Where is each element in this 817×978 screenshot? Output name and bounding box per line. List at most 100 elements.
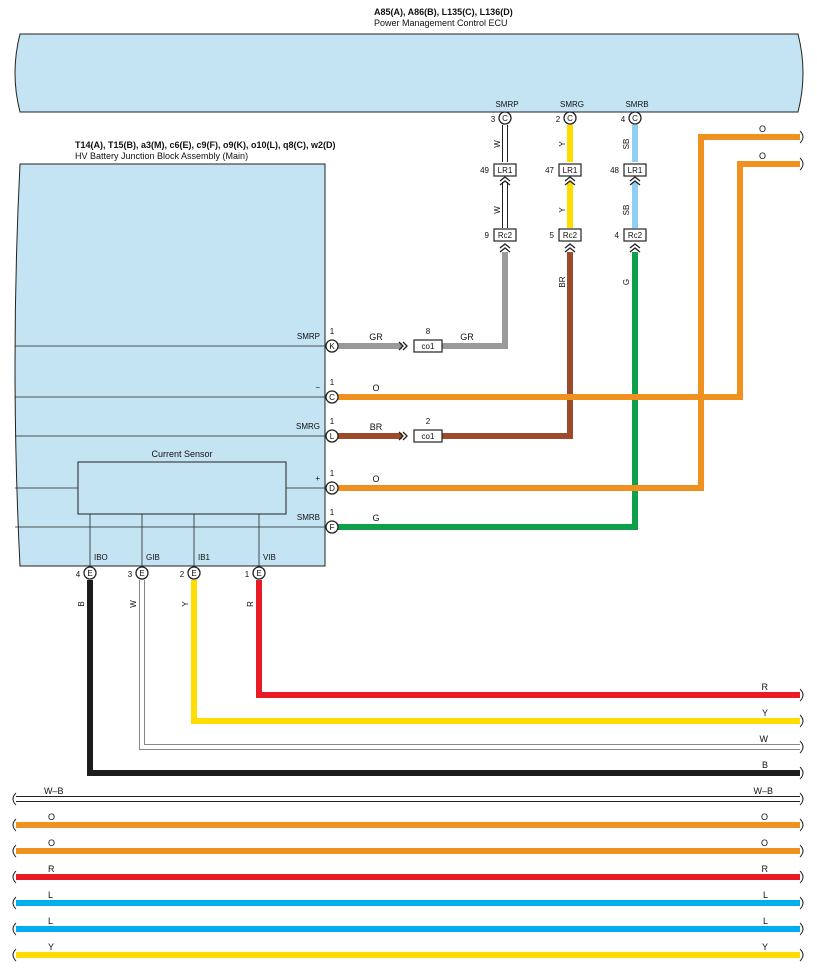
svg-text:Y: Y <box>181 601 190 607</box>
svg-text:E: E <box>256 569 261 578</box>
svg-text:5: 5 <box>550 231 555 240</box>
rc2-connector: 9 Rc2 <box>485 228 517 253</box>
svg-text:F: F <box>330 523 335 532</box>
wire-color-label: Y <box>558 141 567 147</box>
bottom-pin-gib: GIB 3 E W <box>128 553 160 608</box>
ecu-codes: A85(A), A86(B), L135(C), L136(D) <box>374 7 513 17</box>
svg-text:GR: GR <box>369 332 383 342</box>
bus-label-right: L <box>763 916 768 926</box>
svg-text:LR1: LR1 <box>563 166 578 175</box>
bus-label-right: W–B <box>753 786 773 796</box>
ecu-pin-smrg: SMRG 2 C <box>556 100 584 125</box>
jb-pin-smrb: SMRB 1 F G <box>297 508 380 534</box>
pin-number: 4 <box>621 115 626 124</box>
jb-pin-smrp: SMRP 1 K GR <box>297 327 383 353</box>
jb-name: HV Battery Junction Block Assembly (Main… <box>75 151 248 161</box>
pin-connector: C <box>567 114 573 123</box>
svg-text:9: 9 <box>485 231 490 240</box>
current-sensor-box <box>77 461 287 515</box>
svg-text:O: O <box>372 474 379 484</box>
right-output-label: W <box>760 734 769 744</box>
b-wire <box>87 580 800 776</box>
svg-text:2: 2 <box>180 570 185 579</box>
svg-text:IBO: IBO <box>94 553 108 562</box>
svg-text:+: + <box>315 474 320 483</box>
svg-text:IB1: IB1 <box>198 553 211 562</box>
bus-label-right: L <box>763 890 768 900</box>
co1-connector-gr: 8 co1 <box>398 327 443 353</box>
pin-label: SMRB <box>625 100 648 109</box>
svg-text:1: 1 <box>330 417 335 426</box>
svg-text:1: 1 <box>245 570 250 579</box>
svg-text:1: 1 <box>330 469 335 478</box>
ecu-box <box>14 33 804 113</box>
rc2-connector: 4 Rc2 <box>615 228 647 253</box>
bus-label-right: O <box>761 812 768 822</box>
svg-text:SMRG: SMRG <box>296 422 320 431</box>
svg-text:48: 48 <box>610 166 619 175</box>
svg-text:Rc2: Rc2 <box>563 231 578 240</box>
y-wire <box>191 580 800 724</box>
svg-text:4: 4 <box>615 231 620 240</box>
svg-text:1: 1 <box>330 508 335 517</box>
svg-text:Rc2: Rc2 <box>498 231 513 240</box>
pin-label: SMRP <box>495 100 518 109</box>
current-sensor-label: Current Sensor <box>151 449 212 459</box>
svg-text:D: D <box>329 484 335 493</box>
svg-text:1: 1 <box>330 378 335 387</box>
offpage-top-label: O <box>759 151 766 161</box>
offpage-breaks <box>799 130 804 780</box>
br-wire <box>414 252 573 439</box>
svg-text:R: R <box>246 601 255 607</box>
r-wire <box>256 580 800 698</box>
svg-text:K: K <box>329 342 335 351</box>
svg-text:E: E <box>191 569 196 578</box>
pin-connector: C <box>632 114 638 123</box>
bus-label-left: L <box>48 890 53 900</box>
bus-label-left: L <box>48 916 53 926</box>
ecu-pin-smrb: SMRB 4 C <box>621 100 649 125</box>
bus-label-right: Y <box>762 942 768 952</box>
lr1-connector: 47 LR1 <box>545 163 582 186</box>
bus-label-left: W–B <box>44 786 64 796</box>
jb-codes: T14(A), T15(B), a3(M), c6(E), c9(F), o9(… <box>75 140 336 150</box>
svg-text:E: E <box>139 569 144 578</box>
svg-text:co1: co1 <box>422 342 435 351</box>
svg-text:L: L <box>330 432 335 441</box>
bus-label-left: Y <box>48 942 54 952</box>
pin-number: 3 <box>491 115 496 124</box>
rc2-connector: 5 Rc2 <box>550 228 582 253</box>
svg-text:co1: co1 <box>422 432 435 441</box>
bus-label-right: R <box>762 864 769 874</box>
wire-color-label: G <box>622 279 631 285</box>
bottom-pin-ibo: IBO 4 E B <box>76 553 108 607</box>
g-wire <box>338 252 638 530</box>
svg-text:BR: BR <box>370 422 383 432</box>
right-output-label: B <box>762 760 768 770</box>
gr-wire <box>414 252 508 349</box>
wire-color-label: GR <box>460 332 474 342</box>
svg-text:2: 2 <box>426 417 431 426</box>
wire-color-label: W <box>493 206 502 214</box>
bus-label-left: R <box>48 864 55 874</box>
bus-label-right: O <box>761 838 768 848</box>
svg-text:G: G <box>372 513 379 523</box>
svg-text:O: O <box>372 383 379 393</box>
svg-text:B: B <box>77 601 86 606</box>
svg-text:1: 1 <box>330 327 335 336</box>
pin-label: SMRG <box>560 100 584 109</box>
wire-color-label: Y <box>558 207 567 213</box>
svg-text:8: 8 <box>426 327 431 336</box>
right-output-label: Y <box>762 708 768 718</box>
svg-text:SMRB: SMRB <box>297 513 320 522</box>
ecu-name: Power Management Control ECU <box>374 18 508 28</box>
bus-label-left: O <box>48 812 55 822</box>
svg-text:SMRP: SMRP <box>297 332 320 341</box>
wire-color-label: SB <box>622 205 631 216</box>
pin-connector: C <box>502 114 508 123</box>
svg-text:4: 4 <box>76 570 81 579</box>
svg-text:Rc2: Rc2 <box>628 231 643 240</box>
svg-text:−: − <box>315 383 320 392</box>
ecu-pin-smrp: SMRP 3 C <box>491 100 519 125</box>
